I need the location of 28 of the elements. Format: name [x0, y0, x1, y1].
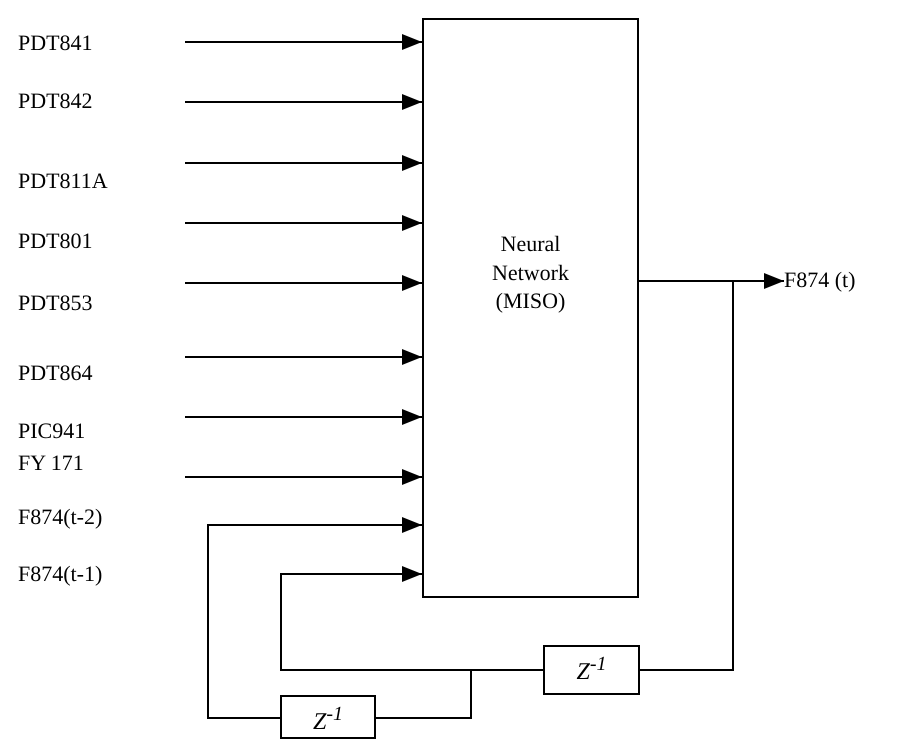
signal-name: PDT841 [18, 32, 93, 54]
arrow [185, 409, 422, 425]
delay-block [280, 695, 376, 739]
signal-name: PDT853 [18, 292, 93, 314]
connector-line [639, 280, 734, 671]
connector-line [376, 669, 543, 719]
arrow [185, 34, 422, 50]
signal-name: PDT864 [18, 362, 93, 384]
delay-operator: Z$^{-1}$ [312, 703, 344, 736]
signal-name: F874(t-2) [18, 506, 102, 528]
arrow [185, 215, 422, 231]
arrow [185, 275, 422, 291]
block-title: Neural Network (MISO) [491, 230, 570, 316]
arrow [185, 155, 422, 171]
signal-name: F874(t-1) [18, 563, 102, 585]
output-label: F874 (t) [784, 266, 884, 296]
arrow [185, 349, 422, 365]
arrow [185, 469, 422, 485]
signal-name: PIC941 [18, 420, 86, 442]
delay-operator: Z$^{-1}$ [575, 653, 608, 686]
signal-name: PDT801 [18, 230, 93, 252]
arrow [207, 517, 422, 719]
signal-name: PDT842 [18, 90, 93, 112]
arrow [185, 94, 422, 110]
delay-block [543, 645, 640, 695]
neural-network-block [422, 18, 639, 598]
signal-name: PDT811A [18, 170, 108, 192]
signal-name: FY 171 [18, 452, 84, 474]
